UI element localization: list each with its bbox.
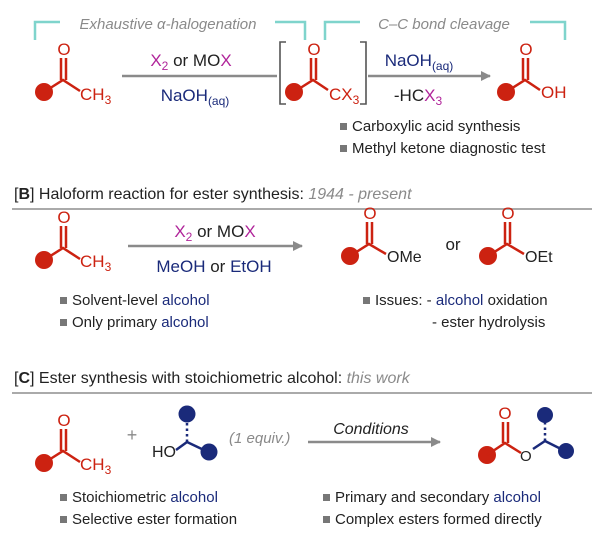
- ester-r-ball-right: [558, 443, 574, 459]
- conditions-label: Conditions: [333, 421, 409, 438]
- cleavage-bracket: [323, 20, 567, 40]
- methyl-ketone-b: O CH3: [35, 208, 112, 274]
- ketone-oxygen: O: [57, 411, 70, 430]
- bullet-marker: [60, 494, 67, 501]
- secondary-alcohol: HO: [152, 405, 218, 461]
- intermediate-oxygen: O: [307, 40, 320, 59]
- halogenation-label: Exhaustive α-halogenation: [79, 16, 256, 33]
- bullet-solvent-alcohol: Solvent-level alcohol: [72, 292, 210, 309]
- bullet-primary-alcohol: Only primary alcohol: [72, 314, 209, 331]
- alcohol-solvent-reagent: MeOH or EtOH: [156, 257, 271, 276]
- bullet-diagnostic-test: Methyl ketone diagnostic test: [352, 140, 546, 157]
- ketone-ch3: CH3: [80, 455, 112, 477]
- bullet-marker: [323, 494, 330, 501]
- bullet-stoichiometric-alcohol: Stoichiometric alcohol: [72, 489, 218, 506]
- methyl-ketone-a: O CH3: [35, 40, 112, 107]
- bullet-marker: [323, 516, 330, 523]
- ester-bridge-oxygen: O: [520, 448, 532, 465]
- intermediate-bracket-right: [360, 41, 367, 105]
- ketone-ch3: CH3: [80, 252, 112, 274]
- equiv-label: (1 equiv.): [229, 430, 290, 447]
- trihalomethyl-ketone: O CX3: [285, 40, 360, 107]
- bullet-marker: [60, 319, 67, 326]
- plus-sign: +: [127, 425, 138, 445]
- ketone-oxygen: O: [57, 40, 70, 59]
- haloform-byproduct: -HCX3: [394, 86, 443, 108]
- carboxylic-acid: O OH: [497, 40, 567, 102]
- bullet-marker: [363, 297, 370, 304]
- base-reagent-a1: NaOH(aq): [161, 86, 230, 108]
- ester-carbonyl-oxygen: O: [498, 404, 511, 423]
- section-c-heading: [C] Ester synthesis with stoichiometric …: [14, 370, 411, 387]
- halogenation-bracket: [33, 20, 307, 40]
- alcohol-ho: HO: [152, 444, 176, 461]
- bullet-selective-ester: Selective ester formation: [72, 511, 237, 528]
- complex-ester: O O: [478, 404, 574, 465]
- intermediate-cx3: CX3: [329, 85, 360, 107]
- bullet-issues-hydrolysis: - ester hydrolysis: [432, 314, 545, 331]
- alcohol-r-ball-top: [178, 405, 196, 423]
- ethyl-ester: O OEt: [479, 204, 553, 266]
- ketone-oxygen: O: [57, 208, 70, 227]
- bullet-issues: Issues: - alcohol oxidation: [375, 292, 548, 309]
- halogen-reagent-b: X2 or MOX: [174, 222, 255, 244]
- intermediate-bracket-left: [279, 41, 286, 105]
- cleavage-label: C–C bond cleavage: [378, 16, 510, 33]
- or-label: or: [445, 235, 460, 254]
- bullet-marker: [340, 123, 347, 130]
- bullet-carboxylic-acid: Carboxylic acid synthesis: [352, 118, 520, 135]
- base-reagent-a2: NaOH(aq): [385, 51, 454, 73]
- ester-ome: OMe: [387, 249, 422, 266]
- ester-oxygen: O: [363, 204, 376, 223]
- ester-r-ball-top: [537, 407, 553, 423]
- section-b-heading: [B] Haloform reaction for ester synthesi…: [14, 186, 412, 203]
- alcohol-r-ball-right: [200, 443, 218, 461]
- ester-oxygen: O: [501, 204, 514, 223]
- methyl-ester: O OMe: [341, 204, 422, 266]
- acid-oh: OH: [541, 83, 567, 102]
- methyl-ketone-c: O CH3: [35, 411, 112, 477]
- bullet-marker: [60, 516, 67, 523]
- ketone-ch3: CH3: [80, 85, 112, 107]
- bullet-primary-secondary: Primary and secondary alcohol: [335, 489, 541, 506]
- bullet-marker: [340, 145, 347, 152]
- bullet-complex-esters: Complex esters formed directly: [335, 511, 542, 528]
- acid-oxygen: O: [519, 40, 532, 59]
- bullet-marker: [60, 297, 67, 304]
- halogen-reagent: X2 or MOX: [150, 51, 231, 73]
- ester-oet: OEt: [525, 249, 553, 266]
